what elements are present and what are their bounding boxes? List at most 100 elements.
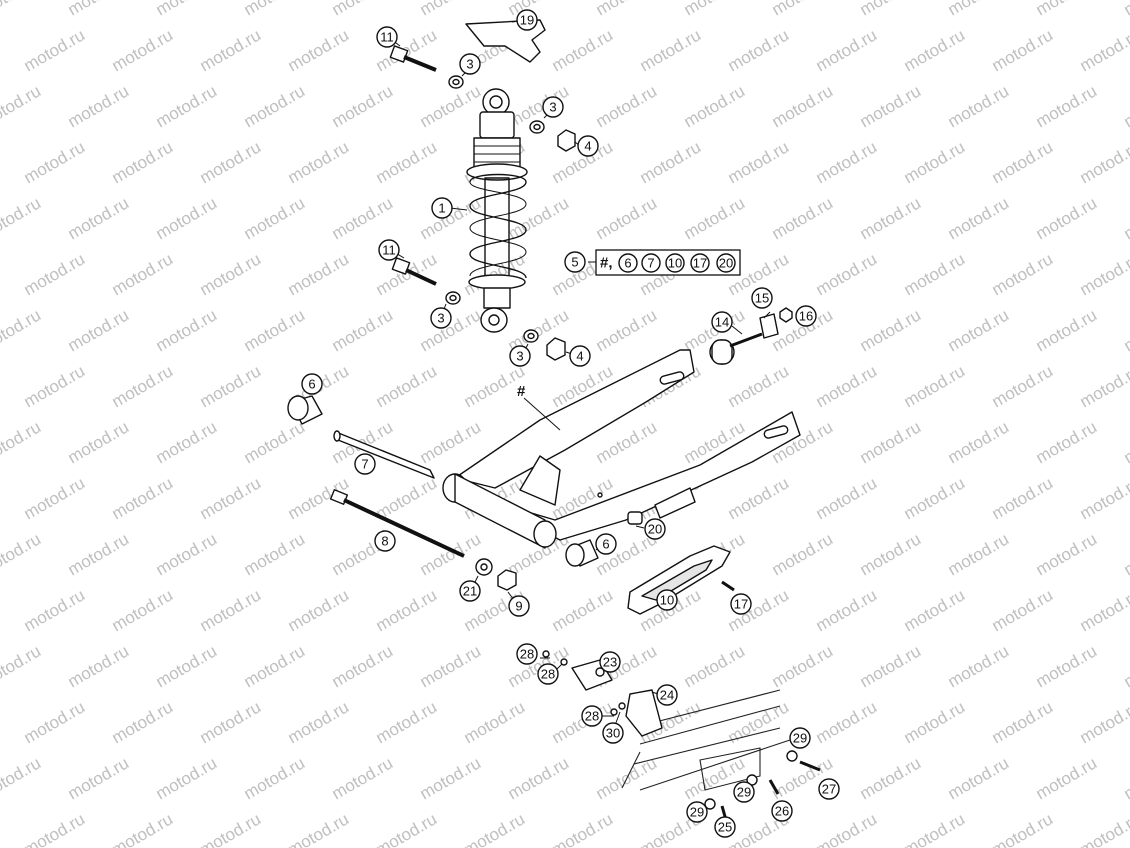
svg-text:6: 6 [308,377,315,392]
watermark-text: motod.ru [197,361,265,411]
callout-16[interactable]: 16 [795,305,817,327]
callout-9[interactable]: 9 [508,595,530,617]
callout-11-lower[interactable]: 11 [378,239,400,261]
callout-14[interactable]: 14 [711,311,733,333]
callout-17[interactable]: 17 [730,593,752,615]
watermark-text: motod.ru [65,529,133,579]
callout-26[interactable]: 26 [771,800,793,822]
watermark-text: motod.ru [1121,193,1130,243]
watermark-text: motod.ru [769,529,837,579]
watermark-text: motod.ru [21,585,89,635]
callout-3-upper-right[interactable]: 3 [542,96,564,118]
watermark-text: motod.ru [417,81,485,131]
callout-6-right[interactable]: 6 [595,533,617,555]
watermark-text: motod.ru [285,25,353,75]
watermark-text: motod.ru [813,361,881,411]
watermark-text: motod.ru [593,305,661,355]
watermark-text: motod.ru [989,809,1057,848]
watermark-text: motod.ru [1077,137,1130,187]
callout-20[interactable]: 20 [644,518,666,540]
svg-text:28: 28 [520,647,534,662]
assembly-member-6[interactable]: 6 [618,253,638,273]
watermark-text: motod.ru [1033,641,1101,691]
watermark-text: motod.ru [945,0,1013,19]
callout-3-lower-left[interactable]: 3 [430,307,452,329]
svg-text:17: 17 [734,597,748,612]
callout-4-lower[interactable]: 4 [569,345,591,367]
watermark-text: motod.ru [241,417,309,467]
watermark-text: motod.ru [505,193,573,243]
callout-23[interactable]: 23 [599,651,621,673]
callout-10[interactable]: 10 [656,589,678,611]
watermark-text: motod.ru [681,0,749,19]
watermark-text: motod.ru [901,361,969,411]
watermark-text: motod.ru [21,137,89,187]
callout-3-lower-right[interactable]: 3 [509,345,531,367]
assembly-member-17[interactable]: 17 [690,253,710,273]
watermark-text: motod.ru [549,585,617,635]
watermark-text: motod.ru [813,137,881,187]
watermark-text: motod.ru [109,249,177,299]
assembly-member-20[interactable]: 20 [716,253,736,273]
callout-27[interactable]: 27 [818,778,840,800]
callout-7[interactable]: 7 [354,453,376,475]
callout-28-middle[interactable]: 28 [537,663,559,685]
watermark-text: motod.ru [681,641,749,691]
callout-24[interactable]: 24 [656,684,678,706]
watermark-text: motod.ru [989,249,1057,299]
watermark-text: motod.ru [857,305,925,355]
svg-text:25: 25 [718,820,732,835]
svg-text:26: 26 [775,804,789,819]
callout-30[interactable]: 30 [602,722,624,744]
watermark-text: motod.ru [373,809,441,848]
watermark-text: motod.ru [505,641,573,691]
upper-shock-bolt [389,45,437,72]
shock-nuts [546,129,576,361]
callout-29-left[interactable]: 29 [686,801,708,823]
watermark-text: motod.ru [857,529,925,579]
watermark-text: motod.ru [373,137,441,187]
assembly-member-10[interactable]: 10 [665,253,685,273]
callout-4-upper[interactable]: 4 [577,135,599,157]
callout-11-upper[interactable]: 11 [376,26,398,48]
callout-28-top[interactable]: 28 [516,643,538,665]
watermark-text: motod.ru [1077,697,1130,747]
watermark-text: motod.ru [857,641,925,691]
callout-28-bottom[interactable]: 28 [581,705,603,727]
watermark-text: motod.ru [329,305,397,355]
watermark-text: motod.ru [329,753,397,803]
watermark-text: motod.ru [417,0,485,19]
callout-19[interactable]: 19 [516,9,538,31]
watermark-text: motod.ru [813,809,881,848]
assembly-member-7[interactable]: 7 [641,253,661,273]
watermark-text: motod.ru [373,697,441,747]
watermark-text: motod.ru [109,473,177,523]
watermark-text: motod.ru [1077,361,1130,411]
svg-text:9: 9 [515,599,522,614]
callout-21[interactable]: 21 [459,580,481,602]
svg-text:7: 7 [361,457,368,472]
watermark-text: motod.ru [505,0,573,19]
callout-6-left[interactable]: 6 [301,373,323,395]
callout-29-middle[interactable]: 29 [733,781,755,803]
watermark-text: motod.ru [65,417,133,467]
svg-text:17: 17 [693,256,707,271]
callout-5[interactable]: 5 [564,251,586,273]
watermark-text: motod.ru [1033,193,1101,243]
callout-25[interactable]: 25 [714,816,736,838]
callout-29-right[interactable]: 29 [789,727,811,749]
svg-text:29: 29 [793,731,807,746]
watermark-text: motod.ru [241,641,309,691]
callout-3-upper-left[interactable]: 3 [459,53,481,75]
callout-8[interactable]: 8 [374,530,396,552]
watermark-text: motod.ru [945,753,1013,803]
callout-15[interactable]: 15 [751,287,773,309]
watermark-text: motod.ru [285,585,353,635]
pivot-bushing-right [565,539,599,567]
watermark-text: motod.ru [329,193,397,243]
callout-1[interactable]: 1 [431,197,453,219]
svg-text:7: 7 [647,256,654,271]
svg-text:1: 1 [438,201,445,216]
watermark-text: motod.ru [65,641,133,691]
